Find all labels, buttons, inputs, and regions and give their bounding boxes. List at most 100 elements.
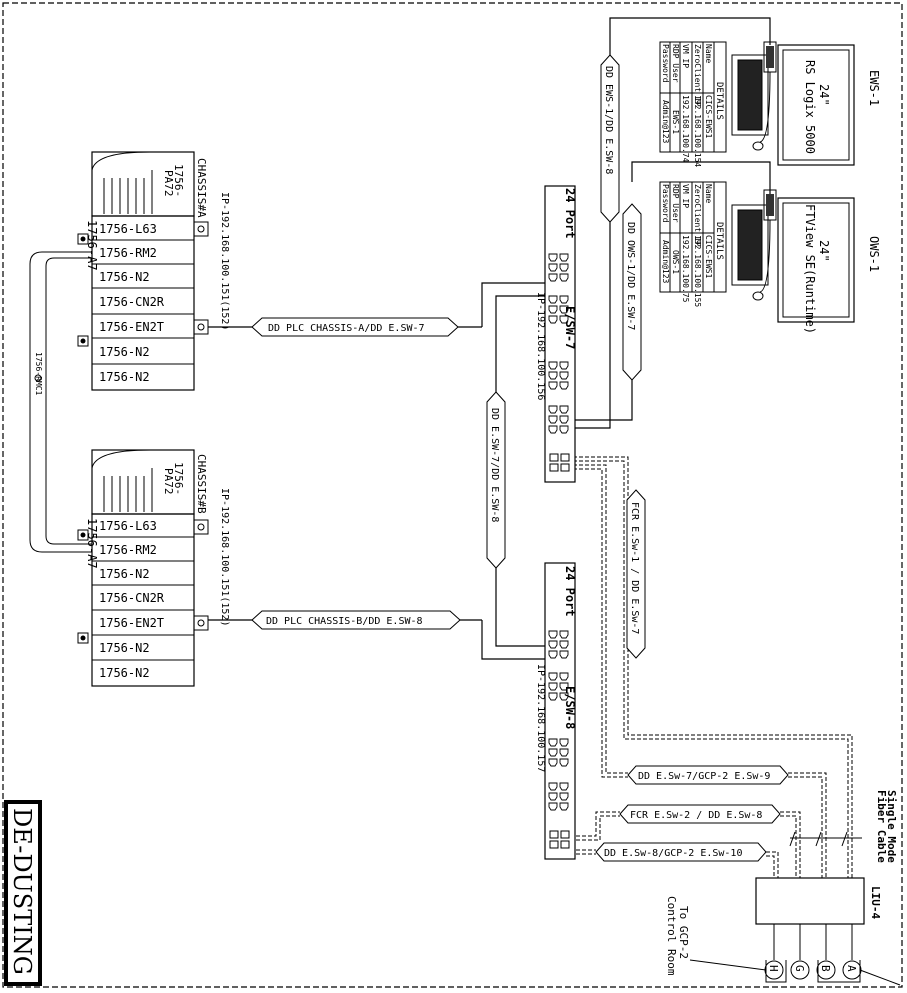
chassis-a-module-7: 1756-N2 bbox=[99, 370, 150, 384]
chassis-a-ip: IP-192.168.100.151(152) bbox=[219, 192, 230, 330]
area-title: DE-DUSTING bbox=[8, 808, 36, 975]
ows-monitor bbox=[777, 197, 855, 323]
liu-port-b-label: B bbox=[819, 965, 832, 972]
switch-7-ip: IP-192.168.100.156 bbox=[535, 292, 546, 400]
chassis-a-module-6: 1756-N2 bbox=[99, 345, 150, 359]
tag-ows: DD OWS-1/DD E.SW-7 bbox=[622, 203, 642, 381]
tag-ows-text: DD OWS-1/DD E.SW-7 bbox=[625, 222, 636, 330]
ews-table-header: DETAILS bbox=[714, 82, 724, 120]
chassis-b-ps-label-1: 1756- bbox=[172, 462, 185, 495]
chassis-a-ps-label-2: PA72 bbox=[162, 170, 175, 197]
ews-row-2-value: 192.168.100.154 bbox=[693, 95, 702, 167]
switch-port-icon bbox=[559, 630, 569, 639]
tag-fcr-sw1: FCR E.Sw-1 / DD E.Sw-7 bbox=[626, 489, 646, 659]
ews-row-1-label: Name bbox=[704, 44, 713, 63]
chassis-b-module-5: 1756-EN2T bbox=[99, 616, 164, 630]
switch-sfp-port-icon bbox=[549, 453, 559, 462]
ows-row-4-label: RDP User bbox=[671, 184, 680, 223]
switch-port-icon bbox=[548, 692, 558, 701]
switch-port-icon bbox=[548, 305, 558, 314]
switch-port-icon bbox=[548, 273, 558, 282]
tag-plc-a-text: DD PLC CHASSIS-A/DD E.SW-7 bbox=[268, 323, 425, 334]
chassis-a-module-5: 1756-EN2T bbox=[99, 320, 164, 334]
chassis-a-module-2: 1756-RM2 bbox=[99, 246, 157, 260]
switch-sfp-port-icon bbox=[560, 840, 570, 849]
switch-port-icon bbox=[559, 672, 569, 681]
liu-panel: LIU-4 A B G H bbox=[689, 877, 901, 986]
ews-monitor-size: 24" bbox=[817, 84, 831, 106]
switch-port-icon bbox=[559, 415, 569, 424]
chassis-b-module-7: 1756-N2 bbox=[99, 666, 150, 680]
switch-port-icon bbox=[548, 361, 558, 370]
switch-port-icon bbox=[548, 405, 558, 414]
ows-keyboard bbox=[731, 204, 769, 286]
fiber-label-1: Single Mode bbox=[885, 790, 898, 863]
chassis-a-rack-label: 1756-A7 bbox=[85, 220, 99, 271]
liu-port-g: G bbox=[790, 960, 810, 980]
liu-port-h: H bbox=[764, 960, 784, 980]
switch-sfp-port-icon bbox=[560, 463, 570, 472]
switch-port-icon bbox=[559, 425, 569, 434]
switch-8: 24 Port E/SW-8 IP-192.168.100.157 bbox=[535, 562, 577, 860]
chassis-a-ps-label-1: 1756- bbox=[172, 164, 185, 197]
tag-ews: DD EWS-1/DD E.SW-8 bbox=[600, 54, 620, 223]
switch-port-icon bbox=[548, 253, 558, 262]
gcp-label-2: Control Room bbox=[665, 896, 678, 976]
rm-cable-label: 1756-RMC1 bbox=[34, 352, 43, 396]
tag-fcr-sw1-text: FCR E.Sw-1 / DD E.Sw-7 bbox=[629, 502, 640, 634]
switch-port-icon bbox=[548, 738, 558, 747]
switch-sfp-port-icon bbox=[549, 830, 559, 839]
ews-row-5-label: Password bbox=[661, 44, 670, 83]
tag-sw7-gcp: DD E.Sw-7/GCP-2 E.Sw-9 bbox=[627, 765, 789, 785]
chassis-b-rack bbox=[91, 513, 195, 687]
liu-label: LIU-4 bbox=[869, 886, 882, 919]
rm-redundancy-cable bbox=[29, 251, 92, 553]
switch-port-icon bbox=[559, 738, 569, 747]
switch-port-icon bbox=[559, 650, 569, 659]
ows-row-3-label: VM IP bbox=[681, 184, 690, 208]
ows-row-2-label: ZeroClient IP bbox=[693, 184, 702, 247]
tag-plc-b-text: DD PLC CHASSIS-B/DD E.SW-8 bbox=[266, 616, 423, 627]
ews-row-5-value: Admin@123 bbox=[661, 100, 670, 144]
switch-port-icon bbox=[559, 371, 569, 380]
liu-port-h-label: H bbox=[767, 965, 780, 972]
ews-workstation: 24" RS Logix 5000 EWS-1 DETAILS Name CIC… bbox=[659, 41, 881, 167]
switch-sfp-port-icon bbox=[560, 453, 570, 462]
liu-port-g-label: G bbox=[793, 965, 806, 972]
switch-port-icon bbox=[548, 381, 558, 390]
switch-port-icon bbox=[548, 315, 558, 324]
ows-title: OWS-1 bbox=[867, 236, 881, 272]
ews-row-3-value: 192.168.100.74 bbox=[681, 95, 690, 163]
switch-port-icon bbox=[559, 273, 569, 282]
switch-port-icon bbox=[559, 748, 569, 757]
switch-port-icon bbox=[559, 405, 569, 414]
liu-port-a-label: A bbox=[845, 965, 858, 972]
ews-row-3-label: VM IP bbox=[681, 44, 690, 68]
switch-7-ports bbox=[548, 253, 570, 472]
ews-monitor bbox=[777, 44, 855, 166]
switch-sfp-port-icon bbox=[549, 463, 559, 472]
switch-port-icon bbox=[559, 263, 569, 272]
gcp-label-1: To GCP-2 bbox=[677, 906, 690, 959]
switch-port-icon bbox=[548, 792, 558, 801]
switch-port-icon bbox=[548, 630, 558, 639]
switch-port-icon bbox=[559, 640, 569, 649]
ows-row-4-value: OWS-1 bbox=[671, 250, 680, 274]
tag-ews-text: DD EWS-1/DD E.SW-8 bbox=[603, 66, 614, 174]
chassis-b-rack-label: 1756-A7 bbox=[85, 518, 99, 569]
chassis-b-module-1: 1756-L63 bbox=[99, 519, 157, 533]
ows-details-table bbox=[659, 181, 727, 293]
ews-row-4-label: RDP User bbox=[671, 44, 680, 83]
switch-port-icon bbox=[559, 682, 569, 691]
switch-7-ports-label: 24 Port bbox=[563, 188, 577, 239]
chassis-a-module-1: 1756-L63 bbox=[99, 222, 157, 236]
tag-plc-b: DD PLC CHASSIS-B/DD E.SW-8 bbox=[251, 610, 461, 630]
ews-details-table bbox=[659, 41, 727, 153]
switch-port-icon bbox=[548, 425, 558, 434]
switch-port-icon bbox=[548, 782, 558, 791]
tag-fcr-sw2: FCR E.Sw-2 / DD E.Sw-8 bbox=[619, 804, 781, 824]
ews-keyboard bbox=[731, 54, 769, 136]
tag-sw8-gcp: DD E.Sw-8/GCP-2 E.Sw-10 bbox=[595, 842, 767, 862]
